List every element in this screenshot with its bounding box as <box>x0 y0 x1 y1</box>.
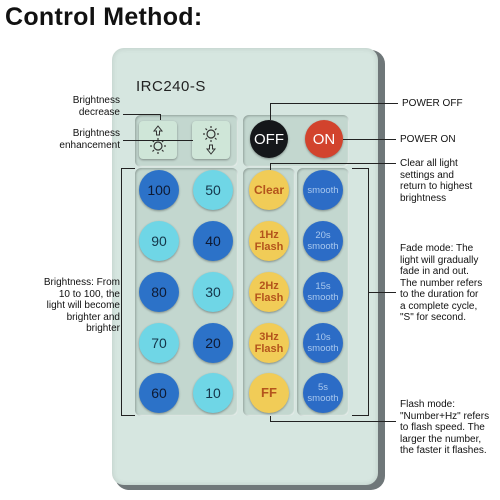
remote-model-label: IRC240-S <box>136 78 206 95</box>
leader-line <box>121 168 135 169</box>
clear-button[interactable]: Clear <box>249 170 289 210</box>
leader-line <box>160 114 161 120</box>
brightness-100-button[interactable]: 100 <box>139 170 179 210</box>
leader-line <box>343 139 396 140</box>
leader-line <box>270 163 271 170</box>
callout-fade-line7: "S" for second. <box>400 312 467 323</box>
flash-1hz-line2: Flash <box>254 241 284 253</box>
brightness-40-button[interactable]: 40 <box>193 221 233 261</box>
leader-line <box>352 168 369 169</box>
leader-line <box>121 168 122 416</box>
callout-brightness-decrease-line2: decrease <box>78 106 120 118</box>
brightness-60-button[interactable]: 60 <box>139 373 179 413</box>
smooth-10s-line1: 10s <box>315 332 331 343</box>
callout-clear-line3: return to highest <box>400 181 473 192</box>
leader-line <box>123 114 161 115</box>
flash-3hz-line2: Flash <box>254 343 284 355</box>
callout-fade-line4: The number refers <box>400 277 483 289</box>
smooth-button[interactable]: smooth <box>303 170 343 210</box>
callout-flash: Flash mode: "Number+Hz" refers to flash … <box>400 399 489 457</box>
callout-flash-line4: larger the number, <box>400 433 482 445</box>
callout-fade: Fade mode: The light will gradually fade… <box>400 243 482 324</box>
brightness-90-button[interactable]: 90 <box>139 221 179 261</box>
flash-2hz-line2: Flash <box>254 292 284 304</box>
flash-2hz-line1: 2Hz <box>259 280 279 292</box>
callout-flash-line1: Flash mode: <box>400 399 456 410</box>
callout-brightness-enhancement: Brightness enhancement <box>59 128 120 151</box>
ff-button[interactable]: FF <box>249 373 289 413</box>
brightness-50-button[interactable]: 50 <box>193 170 233 210</box>
callout-flash-line5: the faster it flashes. <box>400 445 487 456</box>
leader-line <box>352 415 369 416</box>
brightness-20-button[interactable]: 20 <box>193 323 233 363</box>
smooth-5s-line2: smooth <box>307 393 339 404</box>
callout-brightness-levels-line1: Brightness: From <box>43 277 120 288</box>
callout-fade-line2: light will gradually <box>400 254 479 266</box>
callout-brightness-levels-line5: brighter <box>86 323 120 334</box>
callout-clear: Clear all light settings and return to h… <box>400 158 472 204</box>
sun-arrow-down-icon <box>203 126 219 155</box>
callout-brightness-enhancement-line2: enhancement <box>59 139 120 151</box>
callout-fade-line5: to the duration for <box>400 289 479 300</box>
leader-line <box>270 103 271 120</box>
callout-clear-line2: settings and <box>400 169 454 181</box>
callout-fade-line6: a complete cycle, <box>400 300 478 312</box>
callout-flash-line2: "Number+Hz" refers <box>400 410 490 422</box>
callout-brightness-levels: Brightness: From 10 to 100, the light wi… <box>44 277 120 335</box>
flash-3hz-line1: 3Hz <box>259 331 279 343</box>
callout-clear-line4: brightness <box>400 192 447 204</box>
brightness-80-button[interactable]: 80 <box>139 272 179 312</box>
callout-brightness-levels-line4: brighter and <box>66 311 120 323</box>
callout-fade-line1: Fade mode: The <box>400 243 474 254</box>
callout-fade-line3: fade in and out. <box>400 266 469 277</box>
leader-line <box>121 415 135 416</box>
callout-clear-line1: Clear all light <box>400 158 458 169</box>
power-on-button[interactable]: ON <box>305 120 343 158</box>
leader-line <box>270 163 396 164</box>
callout-brightness-decrease: Brightness decrease <box>73 95 120 118</box>
callout-power-off: POWER OFF <box>402 98 463 109</box>
leader-line <box>368 292 396 293</box>
leader-line <box>270 416 271 422</box>
leader-line <box>123 140 193 141</box>
power-off-button[interactable]: OFF <box>250 120 288 158</box>
brightness-70-button[interactable]: 70 <box>139 323 179 363</box>
brightness-30-button[interactable]: 30 <box>193 272 233 312</box>
smooth-15s-line1: 15s <box>315 281 331 292</box>
smooth-15s-line2: smooth <box>307 292 339 303</box>
callout-brightness-decrease-line1: Brightness <box>72 95 120 106</box>
callout-brightness-enhancement-line1: Brightness <box>72 128 120 139</box>
page-heading: Control Method: <box>5 3 203 31</box>
callout-brightness-levels-line2: 10 to 100, the <box>58 288 120 300</box>
smooth-10s-line2: smooth <box>307 343 339 354</box>
smooth-20s-line2: smooth <box>307 241 339 252</box>
smooth-5s-line1: 5s <box>317 382 329 393</box>
brightness-10-button[interactable]: 10 <box>193 373 233 413</box>
brightness-increase-button[interactable] <box>192 121 230 159</box>
callout-brightness-levels-line3: light will become <box>46 300 120 311</box>
smooth-20s-line1: 20s <box>315 230 331 241</box>
flash-1hz-line1: 1Hz <box>259 229 279 241</box>
callout-power-on: POWER ON <box>400 134 456 145</box>
leader-line <box>270 421 396 422</box>
callout-flash-line3: to flash speed. The <box>400 422 485 433</box>
leader-line <box>270 103 398 104</box>
